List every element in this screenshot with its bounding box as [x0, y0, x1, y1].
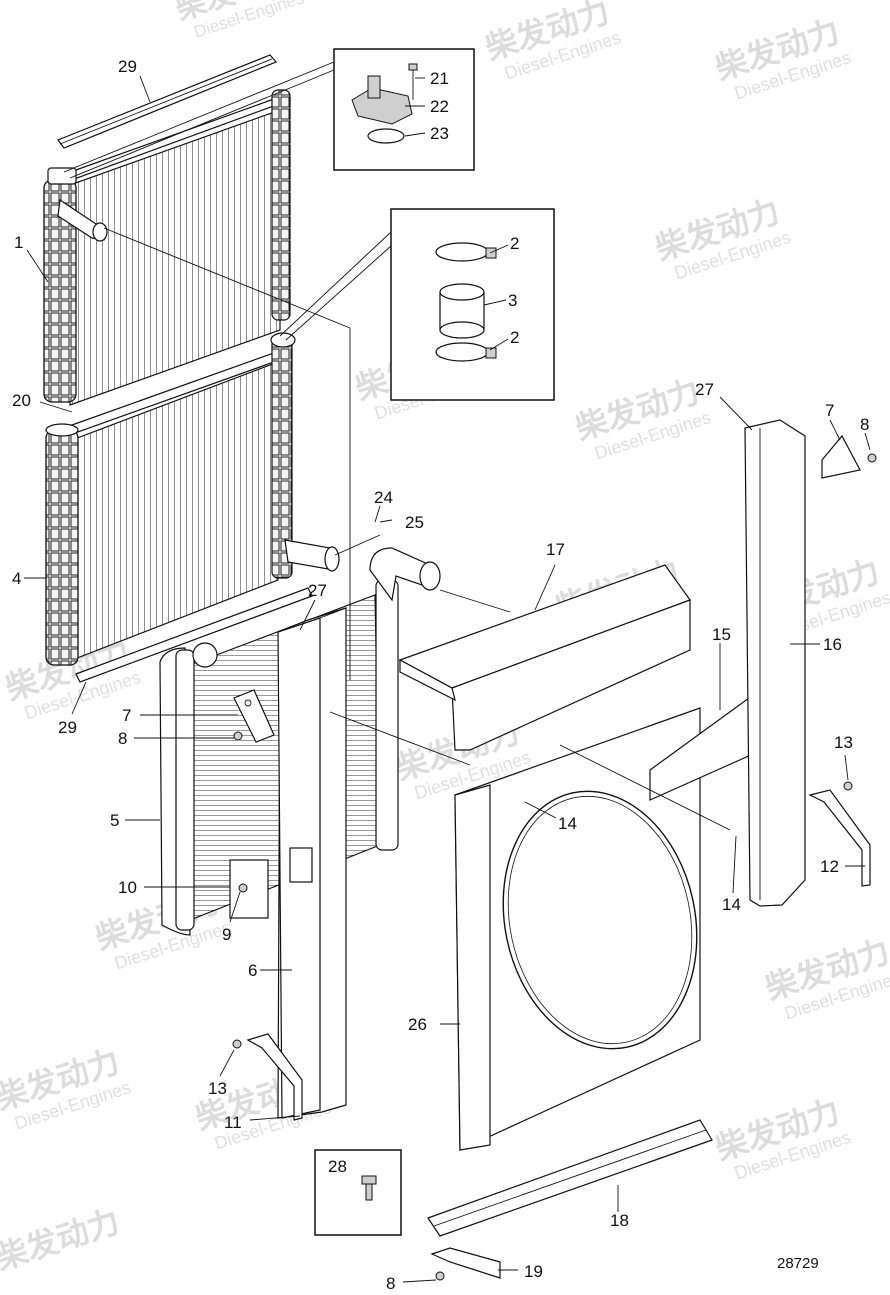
callout-5: 5 — [110, 811, 119, 830]
bottom-rail-18 — [427, 1119, 713, 1237]
reference-number: 28729 — [777, 1255, 819, 1272]
inset-filler-cap — [63, 48, 475, 179]
lower-radiator — [45, 332, 340, 666]
callout-7: 7 — [825, 401, 834, 420]
bottom-seal-strip — [75, 587, 313, 683]
callout-28: 28 — [328, 1157, 347, 1176]
callout-3: 3 — [508, 291, 517, 310]
callout-26: 26 — [408, 1015, 427, 1034]
side-panel-left — [229, 607, 347, 1119]
callout-19: 19 — [524, 1262, 543, 1281]
callout-13: 13 — [208, 1079, 227, 1098]
callout-7: 7 — [122, 706, 131, 725]
upper-radiator — [43, 89, 292, 406]
callout-9: 9 — [222, 925, 231, 944]
fan-shroud — [454, 707, 701, 1151]
bracket-11 — [232, 1033, 303, 1121]
callout-8: 8 — [860, 415, 869, 434]
callout-labels: 29 21 22 23 1 2 3 2 20 27 7 8 24 25 4 17… — [12, 57, 869, 1293]
callout-14: 14 — [722, 895, 741, 914]
top-seal-strip — [57, 54, 277, 149]
callout-16: 16 — [823, 635, 842, 654]
inset-hose-clamps — [279, 208, 555, 401]
callout-15: 15 — [712, 625, 731, 644]
callout-20: 20 — [12, 391, 31, 410]
bracket-12 — [808, 781, 871, 887]
top-cover-17 — [398, 564, 691, 751]
callout-17: 17 — [546, 540, 565, 559]
bracket-right — [821, 434, 877, 479]
side-panel-right — [744, 419, 806, 907]
callout-27: 27 — [695, 380, 714, 399]
callout-12: 12 — [820, 857, 839, 876]
callout-21: 21 — [430, 69, 449, 88]
callout-14: 14 — [558, 814, 577, 833]
inset-screw-28 — [314, 1149, 402, 1236]
callout-25: 25 — [405, 513, 424, 532]
callout-6: 6 — [248, 961, 257, 980]
callout-2: 2 — [510, 234, 519, 253]
leader-lines — [24, 75, 871, 1283]
callout-11: 11 — [224, 1113, 242, 1132]
callout-29: 29 — [118, 57, 137, 76]
callout-13: 13 — [834, 733, 853, 752]
callout-27: 27 — [308, 581, 327, 600]
callout-22: 22 — [430, 97, 449, 116]
bracket-19 — [430, 1247, 501, 1281]
callout-29: 29 — [58, 718, 77, 737]
callout-24: 24 — [374, 488, 393, 507]
callout-1: 1 — [14, 233, 23, 252]
callout-4: 4 — [12, 569, 21, 588]
callout-2: 2 — [510, 328, 519, 347]
callout-10: 10 — [118, 878, 137, 897]
callout-18: 18 — [610, 1211, 629, 1230]
callout-8: 8 — [386, 1274, 395, 1293]
callout-8: 8 — [118, 729, 127, 748]
bracket-left — [233, 689, 275, 743]
callout-23: 23 — [430, 124, 449, 143]
watermark-cn: 柴发动力 — [0, 1202, 124, 1278]
